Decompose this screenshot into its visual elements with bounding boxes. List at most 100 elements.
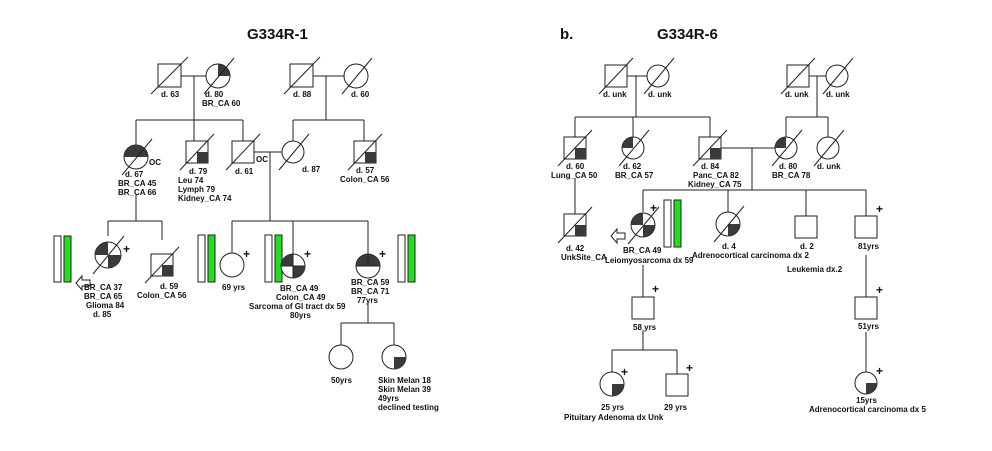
- sib3-symbol: [355, 253, 381, 279]
- sib1-symbol: [219, 252, 245, 278]
- gen1-right-female-label: d. 60: [351, 90, 370, 99]
- child2-label-1: Skin Melan 18: [378, 376, 431, 385]
- proband-plus: +: [123, 242, 130, 256]
- proband-symbol: [92, 235, 125, 275]
- sib3-plus: +: [379, 247, 386, 261]
- sib-m2-label: 81yrs: [858, 242, 879, 251]
- uncle-label-3: Lymph 79: [178, 185, 216, 194]
- sib2-label-1: BR_CA 49: [280, 284, 319, 293]
- father-label: d. 61: [235, 167, 254, 176]
- gp-left-male: [598, 57, 634, 95]
- maternal-uncle-label-1: d. 57: [356, 166, 375, 175]
- proband-b-test-bar-empty: [663, 199, 672, 248]
- sib-m2-symbol: [854, 215, 878, 239]
- gp-right-male-label: d. unk: [785, 90, 809, 99]
- father-oc-label: OC: [256, 155, 268, 164]
- son-symbol: [631, 296, 655, 320]
- aunt-label-3: BR_CA 66: [118, 188, 157, 197]
- test-bar-empty: [53, 235, 62, 283]
- gd2-symbol: [854, 371, 878, 395]
- sib-m1-symbol: [794, 215, 818, 239]
- proband-spouse-label-2: Colon_CA 56: [137, 291, 187, 300]
- cousin-label-1: d. 42: [566, 244, 585, 253]
- proband-arrow-icon: [75, 274, 91, 292]
- sib3-test-bar-empty: [397, 234, 406, 283]
- son2-label: 51yrs: [858, 322, 879, 331]
- gs1-symbol: [665, 373, 689, 397]
- mother-label: d. 87: [302, 165, 321, 174]
- sib-m1-label-2: Leukemia dx.2: [787, 265, 843, 274]
- gen1-left-female: [203, 57, 235, 95]
- gp-right-female-label: d. unk: [826, 90, 850, 99]
- gp-right-female: [822, 57, 854, 95]
- child2-symbol: [381, 344, 407, 370]
- gs1-plus: +: [686, 361, 693, 375]
- uncle1-label-2: Lung_CA 50: [551, 171, 598, 180]
- child1-symbol: [328, 344, 354, 370]
- gd1-label-1: 25 yrs: [601, 403, 625, 412]
- panel-b-label: b.: [560, 26, 573, 43]
- aunt-label-1: d. 67: [125, 170, 144, 179]
- sib-m1-label-1: d. 2: [800, 242, 814, 251]
- gp-left-male-label: d. unk: [603, 90, 627, 99]
- aunt1-label-1: d. 62: [623, 162, 642, 171]
- sib1-plus: +: [243, 247, 250, 261]
- uncle-symbol: [179, 133, 215, 171]
- maternal-uncle-label-2: Colon_CA 56: [340, 175, 390, 184]
- proband-b-label-1: BR_CA 49: [623, 246, 662, 255]
- gd2-label-2: Adrenocortical carcinoma dx 5: [809, 405, 926, 414]
- uncle1-label-1: d. 60: [566, 162, 585, 171]
- uncle-label-2: Leu 74: [178, 176, 204, 185]
- aunt-label-2: BR_CA 45: [118, 179, 157, 188]
- sib1-test-bar-empty: [197, 234, 206, 283]
- cousin-label-2: UnkSite_CA: [561, 253, 607, 262]
- sib3-label-1: BR_CA 59: [351, 278, 390, 287]
- aunt-symbol: [121, 138, 153, 176]
- mother-sib-label: d. unk: [817, 162, 841, 171]
- sib3-label-2: BR_CA 71: [351, 287, 390, 296]
- sib2-label-3: Sarcoma of GI tract dx 59: [249, 302, 346, 311]
- gp-left-female-label: d. unk: [648, 90, 672, 99]
- son-label: 58 yrs: [633, 323, 657, 332]
- mother-symbol: [278, 133, 310, 171]
- father-b-label-3: Kidney_CA 75: [688, 180, 742, 189]
- gen1-left-male-label: d. 63: [161, 90, 180, 99]
- sib2-symbol: [280, 253, 306, 279]
- maternal-uncle-symbol: [347, 133, 383, 171]
- panel-a: G334R-1 d. 63 d. 80 BR_CA 60 d. 88: [53, 26, 439, 412]
- panel-b-title: G334R-6: [657, 26, 718, 43]
- uncle-label-4: Kidney_CA 74: [178, 194, 232, 203]
- mother-b-symbol: [771, 129, 803, 167]
- sib2-test-bar-green: [274, 234, 283, 283]
- proband-label-3: Glioma 84: [86, 301, 125, 310]
- sib2-label-2: Colon_CA 49: [276, 293, 326, 302]
- uncle-label-1: d. 79: [189, 167, 208, 176]
- proband-b-label-2: Leiomyosarcoma dx 59: [605, 256, 694, 265]
- sib-f-label-1: d. 4: [722, 242, 736, 251]
- panel-b: b. G334R-6 d. unk d. unk d. unk d. unk: [551, 26, 926, 422]
- proband-spouse-label-1: d. 59: [160, 282, 179, 291]
- mother-b-label-1: d. 80: [779, 162, 798, 171]
- sib-f-symbol: [713, 205, 745, 243]
- proband-b-test-bar-green: [673, 199, 682, 248]
- mother-sib-symbol: [813, 129, 845, 167]
- son-plus: +: [652, 282, 659, 296]
- proband-b-symbol: [627, 206, 660, 245]
- proband-b-arrow-icon: [610, 227, 626, 245]
- gen1-left-female-label-1: d. 80: [205, 90, 224, 99]
- sib3-label-3: 77yrs: [357, 296, 378, 305]
- child2-label-4: declined testing: [378, 403, 439, 412]
- gen1-right-female: [341, 57, 373, 95]
- proband-spouse-symbol: [144, 246, 180, 284]
- sib3-test-bar-green: [407, 234, 416, 283]
- gen1-right-male-label: d. 88: [293, 90, 312, 99]
- child1-label: 50yrs: [331, 376, 352, 385]
- gen1-left-female-label-2: BR_CA 60: [202, 99, 241, 108]
- gd1-plus: +: [621, 365, 628, 379]
- gd2-plus: +: [876, 364, 883, 378]
- sib1-test-bar-green: [207, 234, 216, 283]
- gd2-label-1: 15yrs: [856, 396, 877, 405]
- proband-b-plus: +: [650, 201, 657, 215]
- son2-plus: +: [876, 283, 883, 297]
